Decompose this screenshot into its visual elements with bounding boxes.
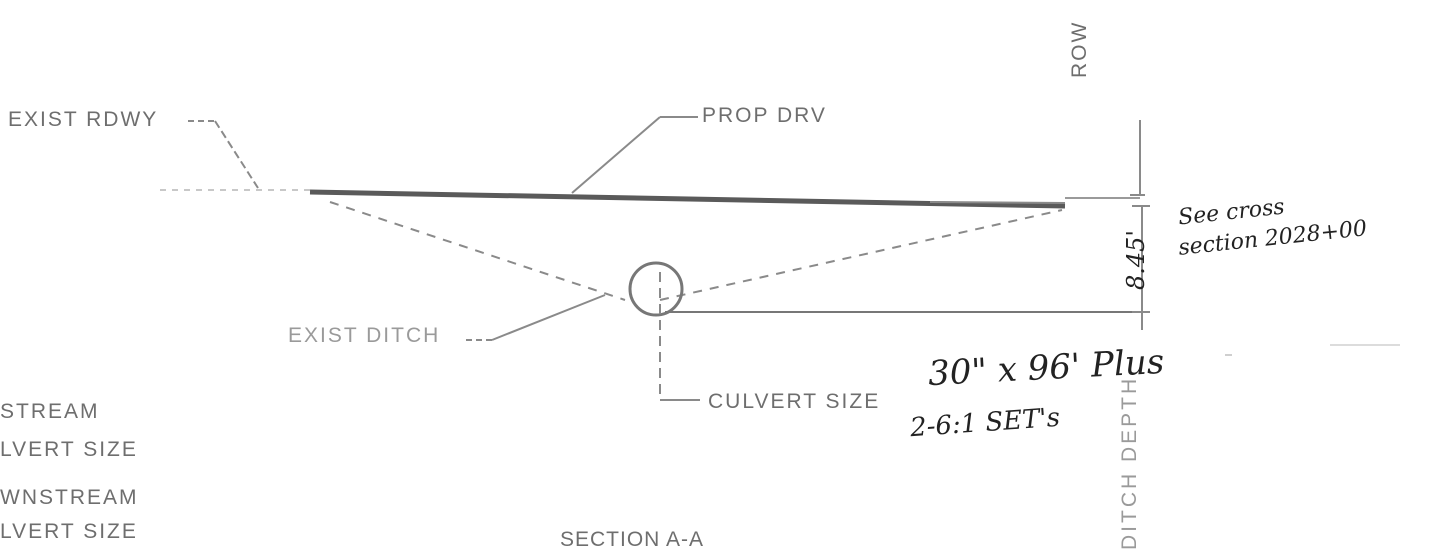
ditch-slope-left [329, 201, 626, 301]
label-upstream-2: LVERT SIZE [0, 438, 138, 461]
ditch-slope-right [659, 209, 1063, 301]
prop-drive-edge [929, 201, 1066, 204]
exist-ditch-leader [491, 294, 606, 341]
label-row: ROW [1068, 20, 1091, 78]
label-exist-rdwy: EXIST RDWY [8, 108, 159, 131]
prop-drv-leader [571, 116, 661, 194]
handwritten-dimension: 8.45' [1122, 229, 1150, 290]
label-downstream-1: WNSTREAM [0, 486, 139, 509]
label-ditch-depth: DITCH DEPTH [1118, 375, 1141, 550]
label-downstream-2: LVERT SIZE [0, 520, 138, 543]
label-exist-ditch: EXIST DITCH [288, 324, 441, 347]
label-prop-drv: PROP DRV [702, 104, 827, 127]
label-culvert-size: CULVERT SIZE [708, 390, 881, 413]
exist-rdwy-leader [214, 120, 259, 189]
prop-drive-line [309, 189, 1066, 209]
culvert-pipe [628, 261, 684, 317]
label-section: SECTION A-A [560, 528, 705, 551]
label-upstream-1: STREAM [0, 400, 100, 423]
